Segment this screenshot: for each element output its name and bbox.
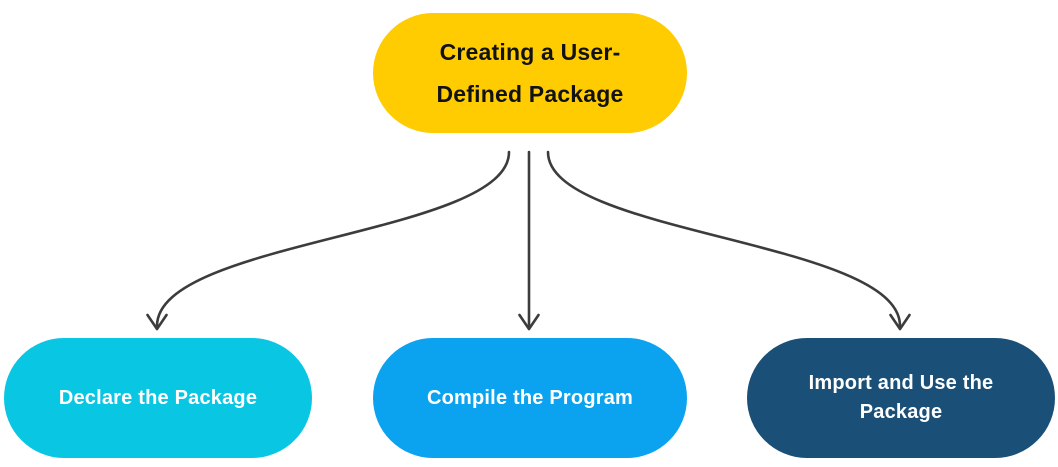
- node-label-line: Compile the Program: [426, 386, 634, 409]
- arrow-to-declare-head: [146, 313, 168, 331]
- node-label-line: Declare the Package: [58, 386, 258, 409]
- node-label-line: Creating a User-: [439, 39, 621, 65]
- node-label-line: Package: [859, 401, 943, 423]
- node-creating-user-defined-package: Creating a User- Defined Package: [373, 13, 687, 133]
- node-label-line: Defined Package: [436, 81, 624, 107]
- arrow-to-import-curve: [546, 150, 902, 328]
- node-label-line: Import and Use the: [808, 372, 994, 394]
- node-compile-the-program: Compile the Program: [373, 338, 687, 458]
- node-import-and-use-the-package: Import and Use the Package: [747, 338, 1055, 458]
- arrow-to-import-head: [889, 313, 911, 331]
- arrow-to-declare-curve: [155, 150, 511, 328]
- arrow-to-compile-head: [518, 313, 540, 331]
- node-declare-the-package: Declare the Package: [4, 338, 312, 458]
